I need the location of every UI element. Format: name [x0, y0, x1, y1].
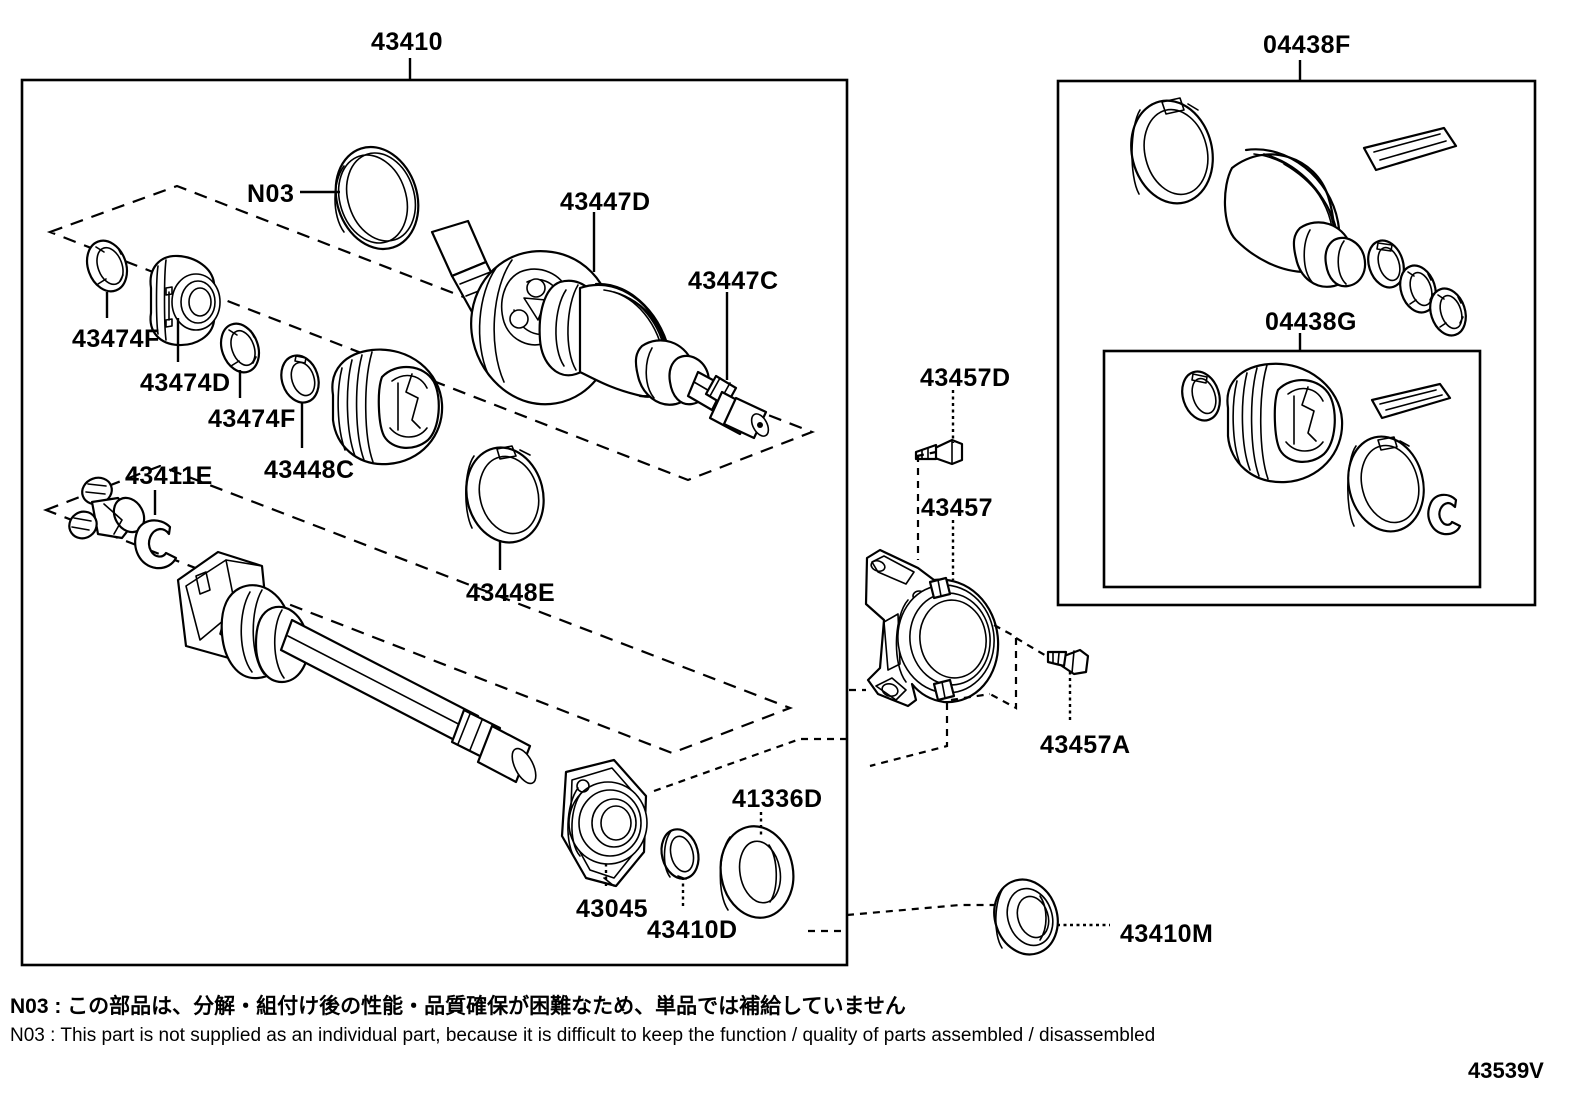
- leader-lines: [105, 190, 1110, 927]
- label-43410d: 43410D: [647, 916, 738, 944]
- oilseal-43410m-part: [993, 878, 1059, 956]
- label-04438f: 04438F: [1263, 31, 1351, 59]
- main-assembly-box: [20, 58, 849, 967]
- footnote-japanese: N03 : この部品は、分解・組付け後の性能・品質確保が困難なため、単品では補給…: [10, 995, 906, 1018]
- label-43474f-upper: 43474F: [72, 325, 160, 353]
- bolt-43457a-part: [1046, 648, 1090, 676]
- outboard-driveshaft-assembly: [430, 219, 770, 440]
- clamp-43448c-part: [280, 354, 320, 404]
- label-04438g: 04438G: [1265, 308, 1357, 336]
- bracket-43457-part: [864, 548, 1000, 708]
- boot-43474d-part: [149, 254, 221, 347]
- inboard-group-dashed-outline: [42, 464, 794, 755]
- inboard-boot-kit-contents: [1181, 362, 1462, 536]
- tripod-spider-part: [68, 476, 146, 540]
- label-43457a: 43457A: [1040, 731, 1131, 759]
- clamp-43474f-lower-part: [219, 322, 261, 374]
- label-43447c: 43447C: [688, 267, 779, 295]
- clamp-43474f-upper-part: [85, 239, 129, 293]
- drawing-code: 43539V: [1468, 1058, 1544, 1083]
- n03-seal-ring-part: [334, 145, 420, 251]
- label-43447d: 43447D: [560, 188, 651, 216]
- outboard-boot-kit-contents: [1130, 97, 1467, 337]
- label-43457: 43457: [921, 494, 994, 522]
- label-43045: 43045: [576, 895, 649, 923]
- label-43457d: 43457D: [920, 364, 1011, 392]
- label-43411e: 43411E: [125, 462, 213, 490]
- label-41336d: 41336D: [732, 785, 823, 813]
- snapring-43411e-part: [134, 519, 178, 570]
- label-n03: N03: [247, 180, 295, 208]
- bracket-dashed-connectors: [849, 450, 1049, 768]
- footnote-english: N03 : This part is not supplied as an in…: [10, 1025, 1156, 1046]
- outboard-group-dashed-outline: [46, 184, 816, 482]
- inboard-boot-kit-box: [1102, 333, 1482, 589]
- snapring-43410d-part: [660, 828, 700, 880]
- label-43448e: 43448E: [466, 579, 556, 607]
- label-43448c: 43448C: [264, 456, 355, 484]
- bolt-43457d-part: [914, 438, 964, 466]
- bearing-group-dashed-path: [653, 737, 1005, 933]
- boot-43448c-part: [331, 348, 444, 466]
- label-43474f-lower: 43474F: [208, 405, 296, 433]
- label-43410m: 43410M: [1120, 920, 1214, 948]
- bearing-43045-part: [560, 758, 648, 888]
- label-43410: 43410: [371, 28, 444, 56]
- outboard-boot-kit-box: [1056, 60, 1537, 607]
- inboard-joint-housing-part: [176, 550, 537, 785]
- deflector-41336d-part: [719, 825, 795, 919]
- clamp-43448e-part: [465, 445, 545, 544]
- label-43474d: 43474D: [140, 369, 231, 397]
